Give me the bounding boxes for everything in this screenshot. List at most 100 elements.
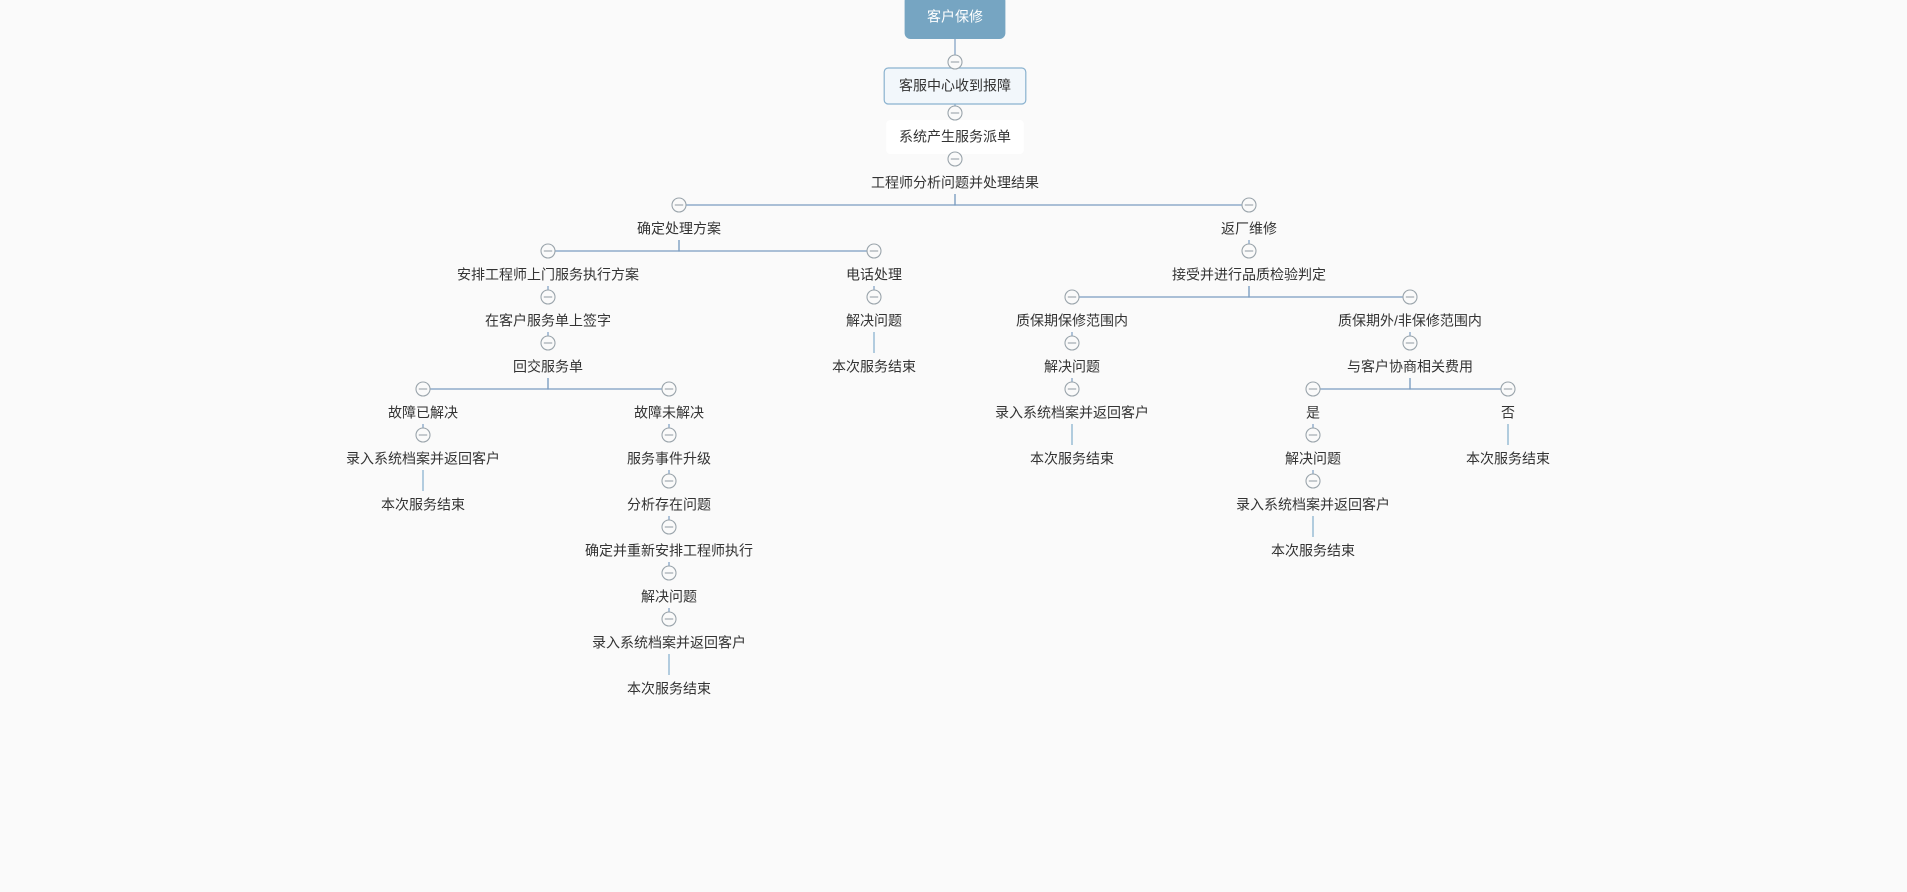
mindmap-node-n13[interactable]: 服务事件升级: [627, 451, 711, 467]
collapse-toggle-icon[interactable]: [540, 243, 556, 259]
collapse-toggle-icon[interactable]: [661, 427, 677, 443]
node-label: 解决问题: [846, 313, 902, 329]
mindmap-node-n3[interactable]: 系统产生服务派单: [886, 120, 1024, 154]
mindmap-node-n32[interactable]: 录入系统档案并返回客户: [1236, 497, 1390, 513]
collapse-toggle-n28[interactable]: [1402, 289, 1418, 305]
tree-link: [954, 194, 1250, 211]
collapse-toggle-n16[interactable]: [661, 565, 677, 581]
collapse-toggle-icon[interactable]: [540, 289, 556, 305]
collapse-toggle-icon[interactable]: [415, 381, 431, 397]
collapse-toggle-n7[interactable]: [540, 289, 556, 305]
collapse-toggle-icon[interactable]: [1305, 473, 1321, 489]
collapse-toggle-n14[interactable]: [661, 473, 677, 489]
mindmap-node-n31[interactable]: 解决问题: [1285, 451, 1341, 467]
mindmap-node-n30[interactable]: 是: [1306, 405, 1320, 421]
collapse-toggle-icon[interactable]: [947, 54, 963, 70]
collapse-toggle-n34[interactable]: [1500, 381, 1516, 397]
collapse-toggle-icon[interactable]: [1402, 335, 1418, 351]
mindmap-node-n15[interactable]: 确定并重新安排工程师执行: [585, 543, 753, 559]
collapse-toggle-n6[interactable]: [540, 243, 556, 259]
collapse-toggle-n20[interactable]: [866, 289, 882, 305]
tree-link: [678, 194, 956, 211]
collapse-toggle-icon[interactable]: [1241, 243, 1257, 259]
mindmap-node-n16[interactable]: 解决问题: [641, 589, 697, 605]
collapse-toggle-n31[interactable]: [1305, 427, 1321, 443]
mindmap-node-n20[interactable]: 解决问题: [846, 313, 902, 329]
mindmap-node-n17[interactable]: 录入系统档案并返回客户: [592, 635, 746, 651]
mindmap-node-n4[interactable]: 工程师分析问题并处理结果: [871, 175, 1039, 191]
collapse-toggle-icon[interactable]: [1305, 381, 1321, 397]
collapse-toggle-icon[interactable]: [1064, 289, 1080, 305]
mindmap-node-n22[interactable]: 返厂维修: [1221, 221, 1277, 237]
mindmap-node-n27[interactable]: 本次服务结束: [1030, 451, 1114, 467]
collapse-toggle-n24[interactable]: [1064, 289, 1080, 305]
mindmap-node-n6[interactable]: 安排工程师上门服务执行方案: [457, 267, 639, 283]
collapse-toggle-n19[interactable]: [866, 243, 882, 259]
collapse-toggle-icon[interactable]: [866, 243, 882, 259]
mindmap-node-n11[interactable]: 本次服务结束: [381, 497, 465, 513]
collapse-toggle-n5[interactable]: [671, 197, 687, 213]
mindmap-node-n33[interactable]: 本次服务结束: [1271, 543, 1355, 559]
mindmap-node-n5[interactable]: 确定处理方案: [637, 221, 721, 237]
tree-link-path: [678, 240, 875, 257]
mindmap-node-n34[interactable]: 否: [1501, 405, 1515, 421]
collapse-toggle-n26[interactable]: [1064, 381, 1080, 397]
collapse-toggle-n13[interactable]: [661, 427, 677, 443]
mindmap-node-n29[interactable]: 与客户协商相关费用: [1347, 359, 1473, 375]
mindmap-node-n2[interactable]: 客服中心收到报障: [883, 67, 1027, 105]
collapse-toggle-n30[interactable]: [1305, 381, 1321, 397]
mindmap-node-n9[interactable]: 故障已解决: [388, 405, 458, 421]
collapse-toggle-n10[interactable]: [415, 427, 431, 443]
collapse-toggle-icon[interactable]: [1241, 197, 1257, 213]
collapse-toggle-icon[interactable]: [947, 105, 963, 121]
mindmap-node-n35[interactable]: 本次服务结束: [1466, 451, 1550, 467]
collapse-toggle-n2[interactable]: [947, 54, 963, 70]
collapse-toggle-n32[interactable]: [1305, 473, 1321, 489]
mindmap-node-n18[interactable]: 本次服务结束: [627, 681, 711, 697]
collapse-toggle-n12[interactable]: [661, 381, 677, 397]
collapse-toggle-n23[interactable]: [1241, 243, 1257, 259]
collapse-toggle-icon[interactable]: [866, 289, 882, 305]
collapse-toggle-n8[interactable]: [540, 335, 556, 351]
collapse-toggle-icon[interactable]: [661, 473, 677, 489]
mindmap-node-n19[interactable]: 电话处理: [846, 267, 902, 283]
collapse-toggle-icon[interactable]: [671, 197, 687, 213]
collapse-toggle-icon[interactable]: [1305, 427, 1321, 443]
collapse-toggle-icon[interactable]: [1064, 335, 1080, 351]
collapse-toggle-n9[interactable]: [415, 381, 431, 397]
mindmap-node-n25[interactable]: 解决问题: [1044, 359, 1100, 375]
mindmap-node-n23[interactable]: 接受并进行品质检验判定: [1172, 267, 1326, 283]
mindmap-node-n12[interactable]: 故障未解决: [634, 405, 704, 421]
collapse-toggle-icon[interactable]: [661, 519, 677, 535]
collapse-toggle-icon[interactable]: [1402, 289, 1418, 305]
collapse-toggle-n3[interactable]: [947, 105, 963, 121]
node-label: 分析存在问题: [627, 497, 711, 513]
collapse-toggle-icon[interactable]: [1500, 381, 1516, 397]
collapse-toggle-icon[interactable]: [661, 565, 677, 581]
mindmap-node-n28[interactable]: 质保期外/非保修范围内: [1338, 313, 1482, 329]
mindmap-node-n7[interactable]: 在客户服务单上签字: [485, 313, 611, 329]
mindmap-node-n26[interactable]: 录入系统档案并返回客户: [995, 405, 1149, 421]
collapse-toggle-n29[interactable]: [1402, 335, 1418, 351]
mindmap-node-n24[interactable]: 质保期保修范围内: [1016, 313, 1128, 329]
node-background-plain[interactable]: [886, 120, 1024, 154]
node-background-root[interactable]: [904, 0, 1006, 39]
collapse-toggle-icon[interactable]: [1064, 381, 1080, 397]
mindmap-node-n14[interactable]: 分析存在问题: [627, 497, 711, 513]
collapse-toggle-n4[interactable]: [947, 151, 963, 167]
collapse-toggle-icon[interactable]: [415, 427, 431, 443]
node-label: 在客户服务单上签字: [485, 313, 611, 329]
collapse-toggle-icon[interactable]: [661, 611, 677, 627]
collapse-toggle-icon[interactable]: [661, 381, 677, 397]
collapse-toggle-n25[interactable]: [1064, 335, 1080, 351]
mindmap-node-n21[interactable]: 本次服务结束: [832, 359, 916, 375]
mindmap-node-n10[interactable]: 录入系统档案并返回客户: [346, 451, 500, 467]
collapse-toggle-icon[interactable]: [947, 151, 963, 167]
collapse-toggle-n22[interactable]: [1241, 197, 1257, 213]
mindmap-node-n8[interactable]: 回交服务单: [513, 359, 583, 375]
mindmap-node-n1[interactable]: 客户保修: [904, 0, 1006, 39]
collapse-toggle-icon[interactable]: [540, 335, 556, 351]
collapse-toggle-n15[interactable]: [661, 519, 677, 535]
node-label: 是: [1306, 405, 1320, 421]
collapse-toggle-n17[interactable]: [661, 611, 677, 627]
